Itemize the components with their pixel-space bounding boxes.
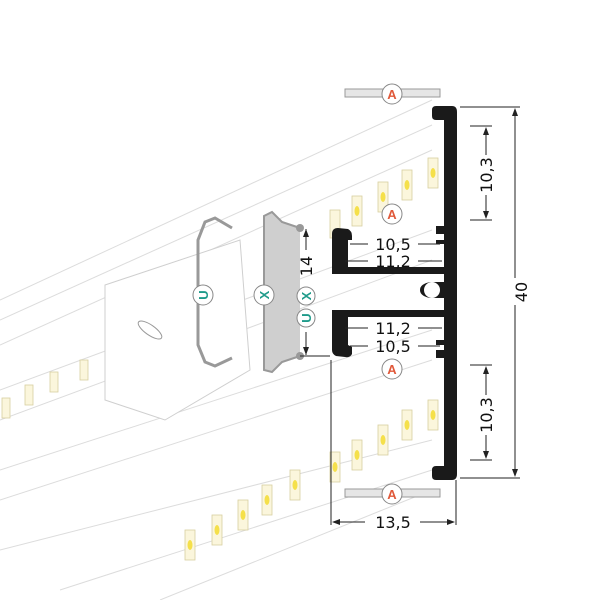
dim-width-total: 13,5	[375, 513, 411, 532]
dim-cover-height: 14	[297, 256, 316, 276]
dim-height-total: 40	[512, 282, 531, 302]
dim-lower-outer-width: 11,2	[375, 319, 411, 338]
label-a-bottom: A	[387, 487, 397, 502]
dim-lower-inner-width: 10,5	[375, 337, 411, 356]
label-u-dim: U	[299, 313, 314, 322]
dim-upper-inner-width: 10,5	[375, 235, 411, 254]
label-x-dim: X	[299, 291, 314, 300]
led-dots	[187, 168, 436, 550]
dimension-arrows	[303, 108, 518, 525]
label-a-lower: A	[387, 362, 397, 377]
dim-lower-depth: 10,3	[477, 397, 496, 433]
dim-upper-depth: 10,3	[477, 157, 496, 193]
dim-upper-outer-width: 11,2	[375, 252, 411, 271]
end-cap-slot	[137, 320, 163, 340]
dimension-lines	[300, 106, 520, 525]
label-a-upper: A	[387, 207, 397, 222]
end-cap	[104, 239, 251, 421]
label-circles	[192, 83, 403, 505]
profile-knob-hole	[424, 282, 440, 298]
label-u-cover: U	[196, 290, 211, 299]
label-a-top: A	[387, 87, 397, 102]
label-x-cover: X	[257, 290, 272, 299]
